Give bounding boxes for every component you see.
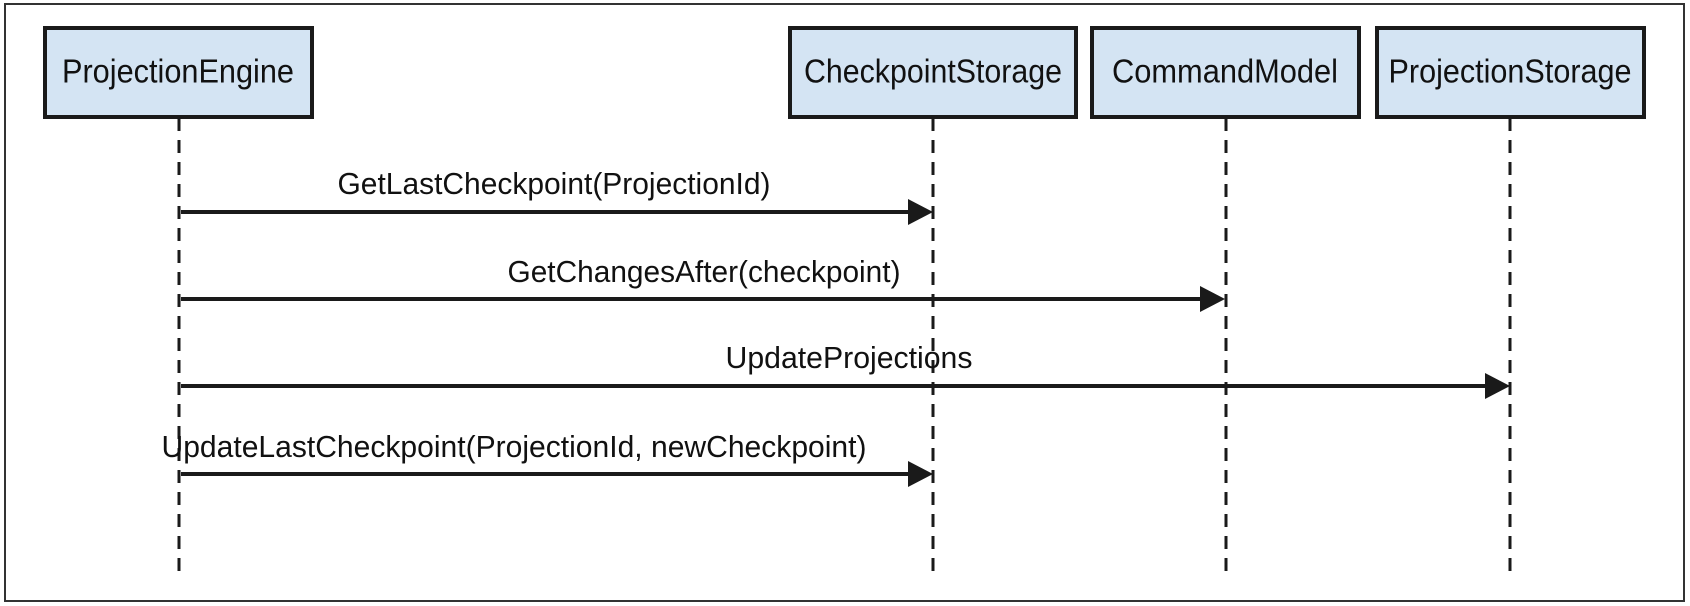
participant-command-model: CommandModel — [1090, 26, 1361, 119]
arrowhead-icon — [908, 199, 933, 225]
message-label: UpdateProjections — [726, 340, 973, 375]
participant-projection-storage: ProjectionStorage — [1375, 26, 1646, 119]
message-update-last-checkpoint: UpdateLastCheckpoint(ProjectionId, newCh… — [162, 429, 933, 487]
arrowhead-icon — [1485, 373, 1510, 399]
participant-projection-engine: ProjectionEngine — [43, 26, 314, 119]
participant-label: ProjectionStorage — [1389, 53, 1632, 90]
participant-label: ProjectionEngine — [62, 53, 294, 90]
message-label: GetChangesAfter(checkpoint) — [508, 254, 901, 289]
arrowhead-icon — [1200, 286, 1225, 312]
arrowhead-icon — [908, 461, 933, 487]
participant-label: CheckpointStorage — [804, 53, 1062, 90]
message-label: UpdateLastCheckpoint(ProjectionId, newCh… — [162, 429, 867, 464]
participant-checkpoint-storage: CheckpointStorage — [788, 26, 1078, 119]
message-label: GetLastCheckpoint(ProjectionId) — [338, 166, 771, 201]
message-update-projections: UpdateProjections — [181, 340, 1510, 399]
message-get-last-checkpoint: GetLastCheckpoint(ProjectionId) — [181, 166, 933, 225]
participant-label: CommandModel — [1112, 53, 1338, 90]
message-get-changes-after: GetChangesAfter(checkpoint) — [181, 254, 1225, 312]
